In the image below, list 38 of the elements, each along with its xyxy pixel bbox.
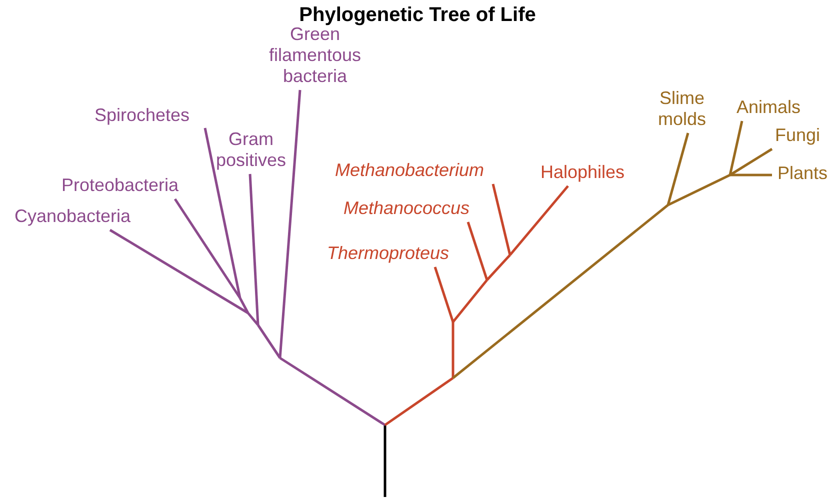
tree-branch (728, 120, 744, 176)
taxon-label: Thermoproteus (308, 243, 468, 264)
tree-branch (509, 185, 569, 256)
tree-branch (452, 279, 488, 323)
taxon-label: Animals (726, 97, 811, 118)
tree-branch (452, 204, 669, 379)
tree-branch (248, 174, 260, 326)
taxon-label: Halophiles (525, 162, 640, 183)
taxon-label: Fungi (770, 125, 825, 146)
tree-branch (466, 222, 488, 280)
tree-branch (486, 254, 511, 281)
tree-branch (434, 266, 454, 322)
title: Phylogenetic Tree of Life (298, 4, 537, 27)
tree-branch (109, 228, 249, 314)
tree-branch (729, 148, 773, 176)
taxon-label: Green filamentous bacteria (265, 24, 365, 87)
tree-branch (278, 90, 302, 358)
taxon-label: Slime molds (648, 88, 716, 130)
taxon-label: Methanobacterium (322, 160, 497, 181)
tree-branch (279, 356, 386, 426)
tree-branch (238, 297, 250, 314)
tree-trunk (384, 425, 386, 497)
tree-branch (256, 324, 282, 359)
tree-branch (174, 198, 242, 299)
taxon-label: Plants (770, 163, 835, 184)
taxon-label: Methanococcus (324, 198, 489, 219)
taxon-label: Proteobacteria (45, 175, 195, 196)
taxon-label: Gram positives (215, 129, 287, 171)
tree-branch (247, 312, 259, 326)
tree-branch (204, 128, 242, 298)
tree-branch (667, 174, 731, 206)
tree-branch (384, 376, 454, 426)
tree-branch (492, 184, 512, 256)
tree-branch (730, 174, 772, 176)
taxon-label: Cyanobacteria (0, 206, 145, 227)
taxon-label: Spirochetes (82, 105, 202, 126)
tree-branch (452, 322, 454, 378)
tree-branch (666, 132, 690, 206)
